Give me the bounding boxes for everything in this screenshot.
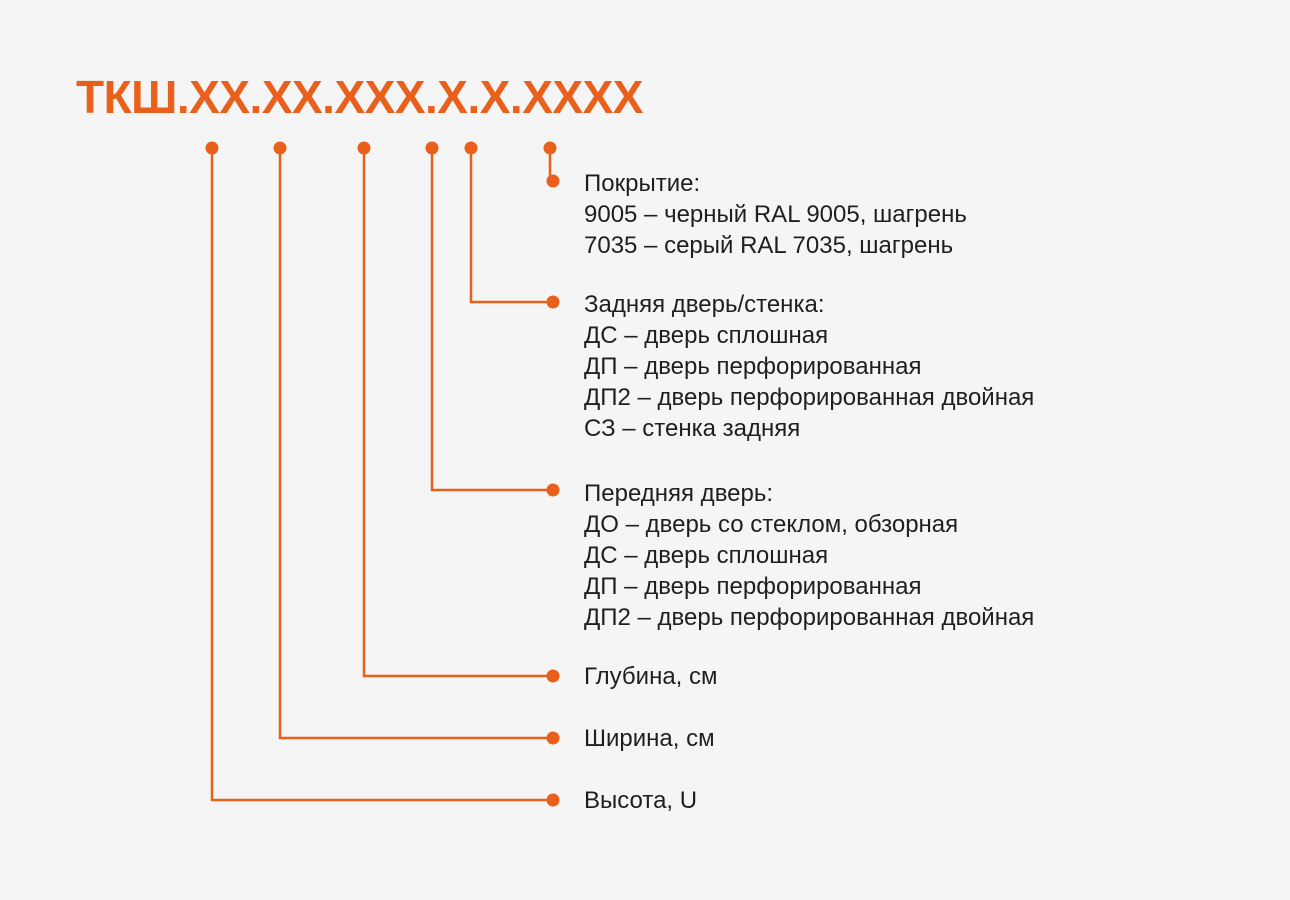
coating-label-block: Покрытие: 9005 – черный RAL 9005, шагрен…: [584, 168, 967, 261]
dot-coating-end: [546, 174, 560, 188]
height-label-block: Высота, U: [584, 785, 697, 816]
dot-depth-end: [546, 669, 560, 683]
connector-back-door: [469, 148, 554, 304]
width-label-block: Ширина, см: [584, 723, 715, 754]
height-heading: Высота, U: [584, 787, 698, 814]
front-door-option: ДО – дверь со стеклом, обзорная: [584, 511, 959, 538]
back-door-option: ДП2 – дверь перфорированная двойная: [584, 384, 1035, 411]
connector-front-door: [430, 148, 554, 492]
depth-heading: Глубина, см: [584, 663, 718, 690]
back-door-heading: Задняя дверь/стенка:: [584, 291, 825, 318]
dot-back-door-top: [464, 141, 478, 155]
connector-width: [278, 148, 554, 740]
connector-depth: [362, 148, 554, 678]
dot-front-door-top: [425, 141, 439, 155]
back-door-option: СЗ – стенка задняя: [584, 415, 801, 442]
coating-option: 9005 – черный RAL 9005, шагрень: [584, 201, 967, 228]
coating-heading: Покрытие:: [584, 170, 701, 197]
connector-height: [210, 148, 554, 802]
connector-lines: [210, 148, 554, 802]
dot-height-top: [205, 141, 219, 155]
back-door-option: ДП – дверь перфорированная: [584, 353, 922, 380]
dot-front-door-end: [546, 483, 560, 497]
connector-dots: [205, 141, 560, 807]
dot-back-door-end: [546, 295, 560, 309]
front-door-option: ДС – дверь сплошная: [584, 542, 829, 569]
dot-width-top: [273, 141, 287, 155]
front-door-option: ДП – дверь перфорированная: [584, 573, 922, 600]
coating-option: 7035 – серый RAL 7035, шагрень: [584, 232, 954, 259]
front-door-option: ДП2 – дверь перфорированная двойная: [584, 604, 1035, 631]
product-code-title: ТКШ.XX.XX.XXX.X.X.XXXX: [76, 71, 643, 123]
back-door-option: ДС – дверь сплошная: [584, 322, 829, 349]
dot-coating-top: [543, 141, 557, 155]
dot-width-end: [546, 731, 560, 745]
back-door-label-block: Задняя дверь/стенка: ДС – дверь сплошная…: [584, 289, 1034, 444]
front-door-heading: Передняя дверь:: [584, 480, 774, 507]
dot-height-end: [546, 793, 560, 807]
depth-label-block: Глубина, см: [584, 661, 718, 692]
dot-depth-top: [357, 141, 371, 155]
front-door-label-block: Передняя дверь: ДО – дверь со стеклом, о…: [584, 478, 1034, 633]
width-heading: Ширина, см: [584, 725, 715, 752]
